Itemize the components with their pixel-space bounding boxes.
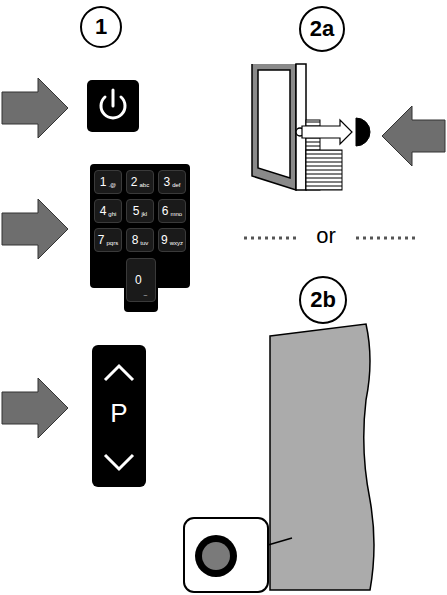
callout-number: 1 [80,6,122,48]
button-label: P [110,398,127,429]
callout-text: 2a [310,16,334,42]
tv-side-view [252,64,370,190]
key-digit: 2 [131,175,138,189]
keypad-key: 5jkl [126,199,154,223]
keypad-key: 3def [158,170,186,194]
key-digit: 4 [100,204,107,218]
key-letters: abc [140,182,150,188]
programme-rocker [92,345,146,487]
key-digit: 9 [161,233,168,247]
keypad-key: 6mno [158,199,186,223]
key-digit: 3 [163,175,170,189]
key-letters: ghi [108,211,116,217]
callout-number: 2a [299,6,345,52]
keypad-key: 1.@ [94,170,122,194]
callout-text: 1 [95,14,107,40]
key-letters: tuv [140,240,148,246]
key-letters: wxyz [170,240,183,246]
keypad-key: 8tuv [126,228,154,252]
key-digit: 6 [162,204,169,218]
power-button [87,80,139,132]
keypad [90,164,190,312]
key-digit: 0 [135,273,142,287]
key-digit: 5 [133,204,140,218]
key-letters: def [172,182,180,188]
separator-text: or [313,223,339,249]
keypad-key: 9wxyz [158,228,186,252]
key-digit: 8 [132,233,139,247]
keypad-key: 2abc [126,170,154,194]
callout-number: 2b [299,276,347,324]
key-digit: 7 [98,233,105,247]
tv-rear-view [184,324,374,592]
key-letters: .@ [108,182,116,188]
pointer-arrow [2,78,445,438]
key-letters: jkl [142,211,148,217]
key-letters: pqrs [107,240,119,246]
keypad-key: 7pqrs [94,228,122,252]
keypad-key: 4ghi [94,199,122,223]
key-letters: mno [171,211,183,217]
keypad-key: 0_ [126,258,156,302]
key-digit: 1 [100,175,107,189]
programme-button: P [92,395,146,431]
callout-text: 2b [310,287,336,313]
key-letters: _ [144,290,147,296]
